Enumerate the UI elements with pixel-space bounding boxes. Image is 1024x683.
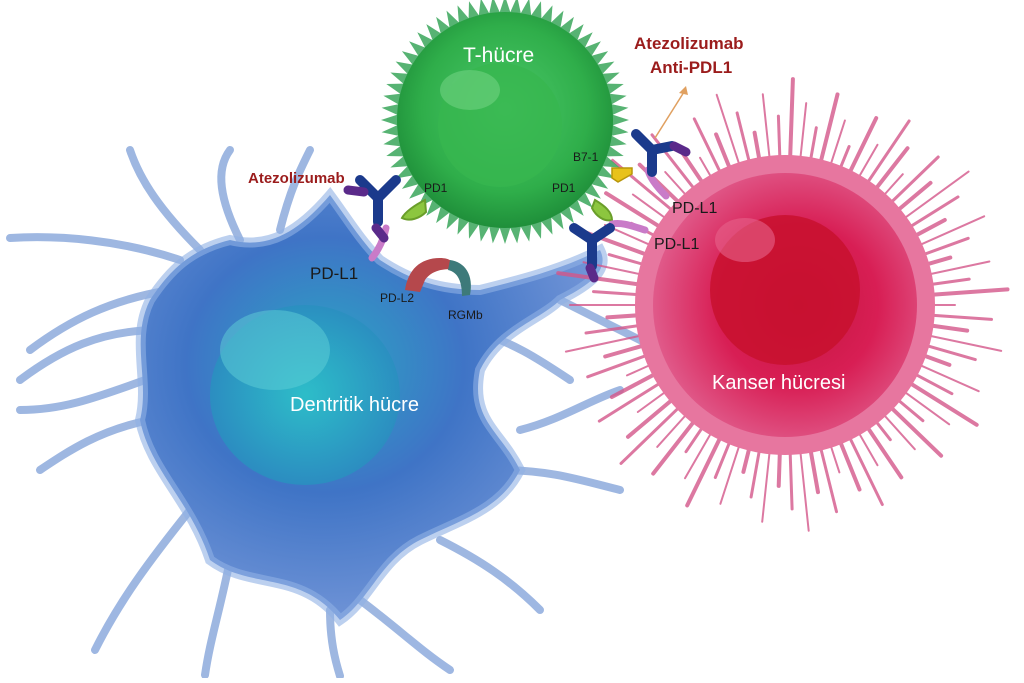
cancer-spike [920, 260, 991, 277]
cancer-spike [897, 386, 951, 426]
drug-label-top: Atezolizumab [634, 34, 744, 53]
cancer-spike [920, 333, 1003, 352]
cancer-spike [844, 116, 879, 182]
cancer-spike [556, 271, 649, 288]
t-cell-highlight [440, 70, 500, 110]
cancer-spike [685, 428, 726, 508]
dendrite-branch [276, 146, 314, 234]
cancer-spike [902, 195, 960, 233]
cancer-highlight [715, 218, 775, 262]
b7-1-ligand [611, 167, 633, 183]
cancer-spike [597, 377, 668, 423]
cancer-spike [911, 360, 980, 393]
cancer-spike [798, 102, 808, 167]
drug-label-top-line2: Anti-PDL1 [650, 58, 733, 77]
cancer-spike [787, 77, 795, 168]
cancer-spike [715, 93, 743, 173]
t-cell-label: T-hücre [463, 44, 535, 67]
cancer-spike [619, 400, 686, 465]
cancer-spike [719, 437, 743, 505]
cancer-spike [861, 419, 904, 480]
cancer-spike [883, 400, 944, 458]
dendrite-branch [201, 556, 234, 679]
cancer-spike [817, 439, 838, 514]
cancer-spike [798, 443, 810, 532]
cancer-spike [901, 377, 979, 427]
cancer-spike [584, 323, 648, 335]
nucleus-highlight [220, 310, 330, 390]
pd1-receptor-right [590, 198, 614, 222]
cancer-cell-label: Kanser hücresi [712, 372, 846, 394]
cancer-spike [922, 287, 1010, 298]
cancer-spike [897, 170, 970, 224]
cancer-spike [761, 93, 772, 167]
rgmb-receptor [448, 260, 471, 296]
pd1-left-label: PD1 [424, 181, 448, 195]
pdl2-label: PD-L2 [380, 291, 415, 305]
cancer-spike [884, 155, 940, 210]
pdl2-ligand [405, 258, 456, 292]
drug-label-left: Atezolizumab [248, 170, 345, 187]
rgmb-label: RGMb [448, 308, 483, 322]
dendrite-branch [326, 606, 344, 680]
dendrite-branch [516, 386, 624, 434]
dendrite-branch [217, 146, 244, 244]
cancer-spike [844, 429, 884, 506]
cancer-spike [761, 443, 772, 523]
cancer-spike [604, 191, 669, 233]
antibody-bottom-right [569, 223, 615, 283]
cancer-spike [911, 215, 986, 250]
dendrite-branch [36, 416, 154, 474]
pdl1-cancer-stalk-2 [608, 220, 649, 234]
pdl1-dendritic-label: PD-L1 [310, 264, 359, 283]
dendrite-branch [126, 146, 204, 254]
cancer-spike [923, 313, 993, 321]
antibody-left [343, 175, 401, 243]
dendrite-branch [436, 536, 544, 614]
pd1-receptor-left [400, 198, 428, 221]
dendrite-branch [6, 233, 184, 264]
dendrite-branch [91, 506, 194, 654]
cancer-spike [861, 119, 911, 191]
anti-pdl1-arrow [654, 86, 688, 139]
dendrite-branch [356, 596, 454, 674]
cancer-spike [626, 393, 680, 439]
pdl1-cancer-label-1: PD-L1 [672, 200, 718, 217]
pdl1-cancer-label-2: PD-L1 [654, 236, 700, 253]
cancer-spike [586, 351, 655, 379]
dendritic-cell [6, 146, 664, 680]
pd1-right-label: PD1 [552, 181, 576, 195]
b7-1-label: B7-1 [573, 150, 599, 164]
cancer-spike [788, 443, 794, 511]
antibody-top-right [631, 129, 691, 177]
pdl1-dendritic-stalk [368, 224, 390, 262]
dendritic-cell-label: Dentritik hücre [290, 394, 419, 416]
cancer-spike [692, 117, 726, 181]
cancer-cell [556, 77, 1010, 532]
dendrite-branch [16, 376, 149, 414]
cancer-spike [816, 92, 840, 172]
cancer-spike [651, 413, 701, 476]
cancer-spike [564, 333, 650, 353]
t-cell [381, 0, 629, 244]
